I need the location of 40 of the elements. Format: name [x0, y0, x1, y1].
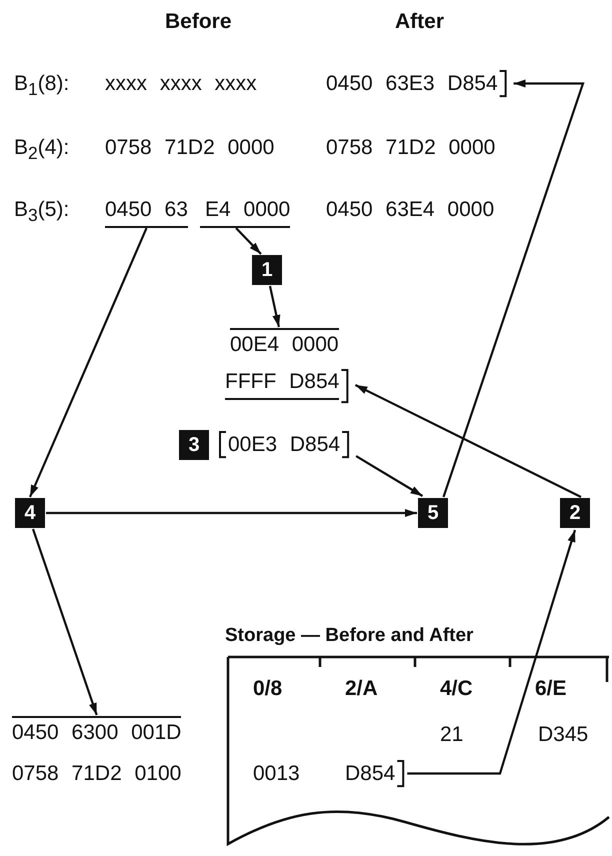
column-header: 6/E — [535, 677, 567, 700]
hex-value: 00E4 0000 — [230, 328, 339, 356]
arrow — [407, 530, 576, 775]
register-label: B$_{3}$(5): — [14, 198, 70, 226]
hex-value: 21 — [440, 723, 464, 746]
hex-value: 0450 63E3 D854 — [326, 72, 498, 96]
arrow — [32, 528, 98, 716]
hex-value: FFFF D854 — [225, 370, 340, 400]
hex-value: 0450 63 — [105, 198, 188, 228]
step-number: 2 — [560, 498, 590, 528]
hex-value: 0758 71D2 0000 — [326, 136, 496, 160]
register-label: B$_{2}$(4): — [14, 136, 70, 164]
arrow — [29, 228, 148, 498]
hex-value: E4 0000 — [200, 198, 290, 228]
hex-value: 0758 71D2 0000 — [105, 136, 274, 160]
arrow — [268, 286, 280, 328]
hex-value: 0013 — [253, 762, 300, 786]
table-title: Storage — Before and After — [225, 626, 474, 647]
step-number: 3 — [179, 430, 209, 460]
hex-value: xxxx xxxx xxxx — [105, 72, 257, 96]
hex-value: D345 — [538, 723, 588, 746]
column-header: 2/A — [345, 677, 378, 700]
arrow — [46, 509, 417, 517]
column-heading: Before — [165, 10, 232, 34]
step-number: 4 — [15, 498, 45, 528]
hex-value: 0450 6300 001D — [12, 716, 182, 744]
arrow — [235, 227, 262, 255]
hex-value: 0450 63E4 0000 — [326, 198, 494, 222]
hex-value: D854 — [345, 762, 396, 786]
column-header: 0/8 — [253, 677, 282, 700]
step-number: 5 — [418, 498, 448, 528]
column-heading: After — [395, 10, 444, 34]
step-number: 1 — [252, 255, 282, 285]
arrow — [442, 80, 585, 498]
column-header: 4/C — [440, 677, 473, 700]
hex-value: 0758 71D2 0100 — [12, 762, 182, 786]
arrow — [354, 384, 582, 498]
arrow — [356, 455, 424, 497]
hex-value: 00E3 D854 — [228, 433, 340, 456]
register-label: B$_{1}$(8): — [14, 72, 70, 100]
